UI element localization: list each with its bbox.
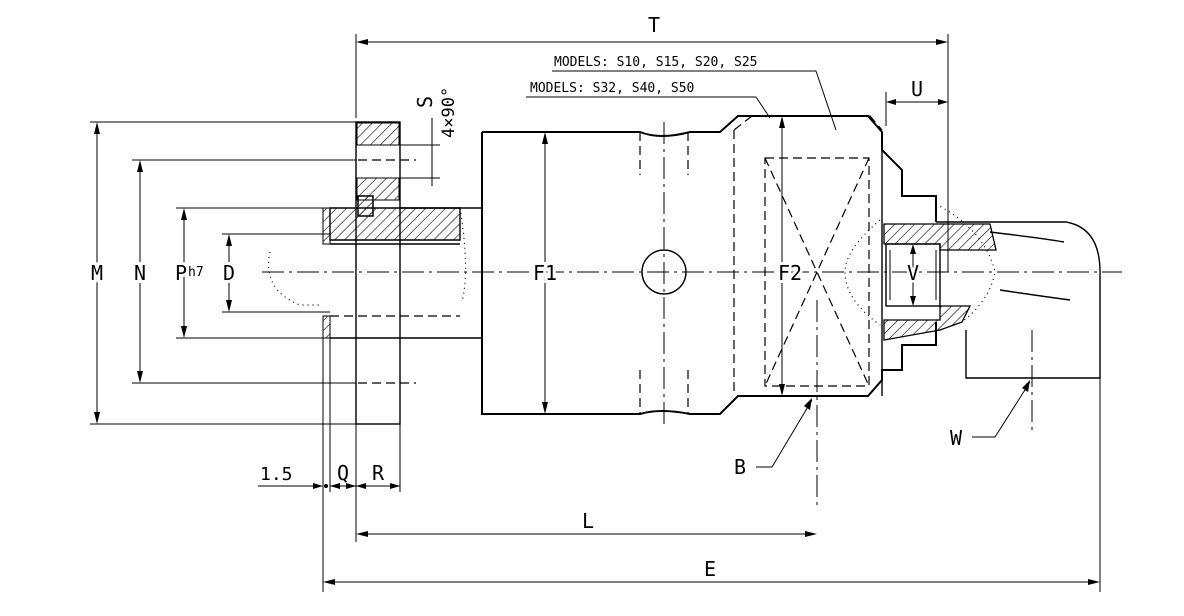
- leader-b: B: [734, 398, 813, 479]
- dimension-p: P h7: [172, 207, 323, 339]
- flange: [355, 121, 416, 425]
- leader-w: W: [950, 380, 1031, 450]
- label-flange-gap: 1.5: [260, 464, 293, 485]
- model-notes: MODELS: S10, S15, S20, S25 MODELS: S32, …: [526, 55, 837, 131]
- label-m: M: [91, 261, 103, 285]
- label-e: E: [704, 557, 716, 581]
- dimension-flange-offsets: 1.5 Q R: [258, 338, 401, 592]
- label-v: V: [907, 261, 919, 285]
- dimension-f2: F2: [775, 116, 805, 396]
- label-w: W: [950, 426, 963, 450]
- dimension-e: E: [323, 378, 1101, 592]
- dimension-d: D: [220, 233, 330, 313]
- dimension-m: M: [88, 121, 356, 425]
- dimension-l: L: [356, 509, 817, 537]
- dimension-s: S 4×90°: [400, 87, 459, 186]
- label-s: S: [413, 96, 437, 108]
- label-l: L: [582, 509, 594, 533]
- dimension-t: T: [355, 13, 949, 272]
- gasket: [322, 207, 331, 339]
- label-q: Q: [337, 461, 349, 485]
- label-p: P: [175, 261, 187, 285]
- main-body: [481, 115, 937, 510]
- hub-section: [268, 207, 482, 339]
- dimension-u: U: [885, 77, 948, 126]
- label-p-tolerance: h7: [188, 265, 204, 280]
- label-f1: F1: [533, 261, 557, 285]
- label-b: B: [734, 455, 746, 479]
- dimension-n: N: [131, 159, 356, 384]
- dimension-f1: F1: [530, 132, 560, 414]
- note-models-lower: MODELS: S32, S40, S50: [530, 81, 694, 96]
- label-d: D: [223, 261, 235, 285]
- note-models-upper: MODELS: S10, S15, S20, S25: [554, 55, 758, 70]
- label-t: T: [648, 13, 660, 37]
- label-r: R: [372, 461, 385, 485]
- label-f2: F2: [778, 261, 802, 285]
- dimension-v: V: [904, 244, 922, 306]
- label-u: U: [911, 77, 923, 101]
- rotor-section: [844, 203, 1101, 432]
- label-n: N: [134, 261, 146, 285]
- label-s-note: 4×90°: [439, 87, 459, 138]
